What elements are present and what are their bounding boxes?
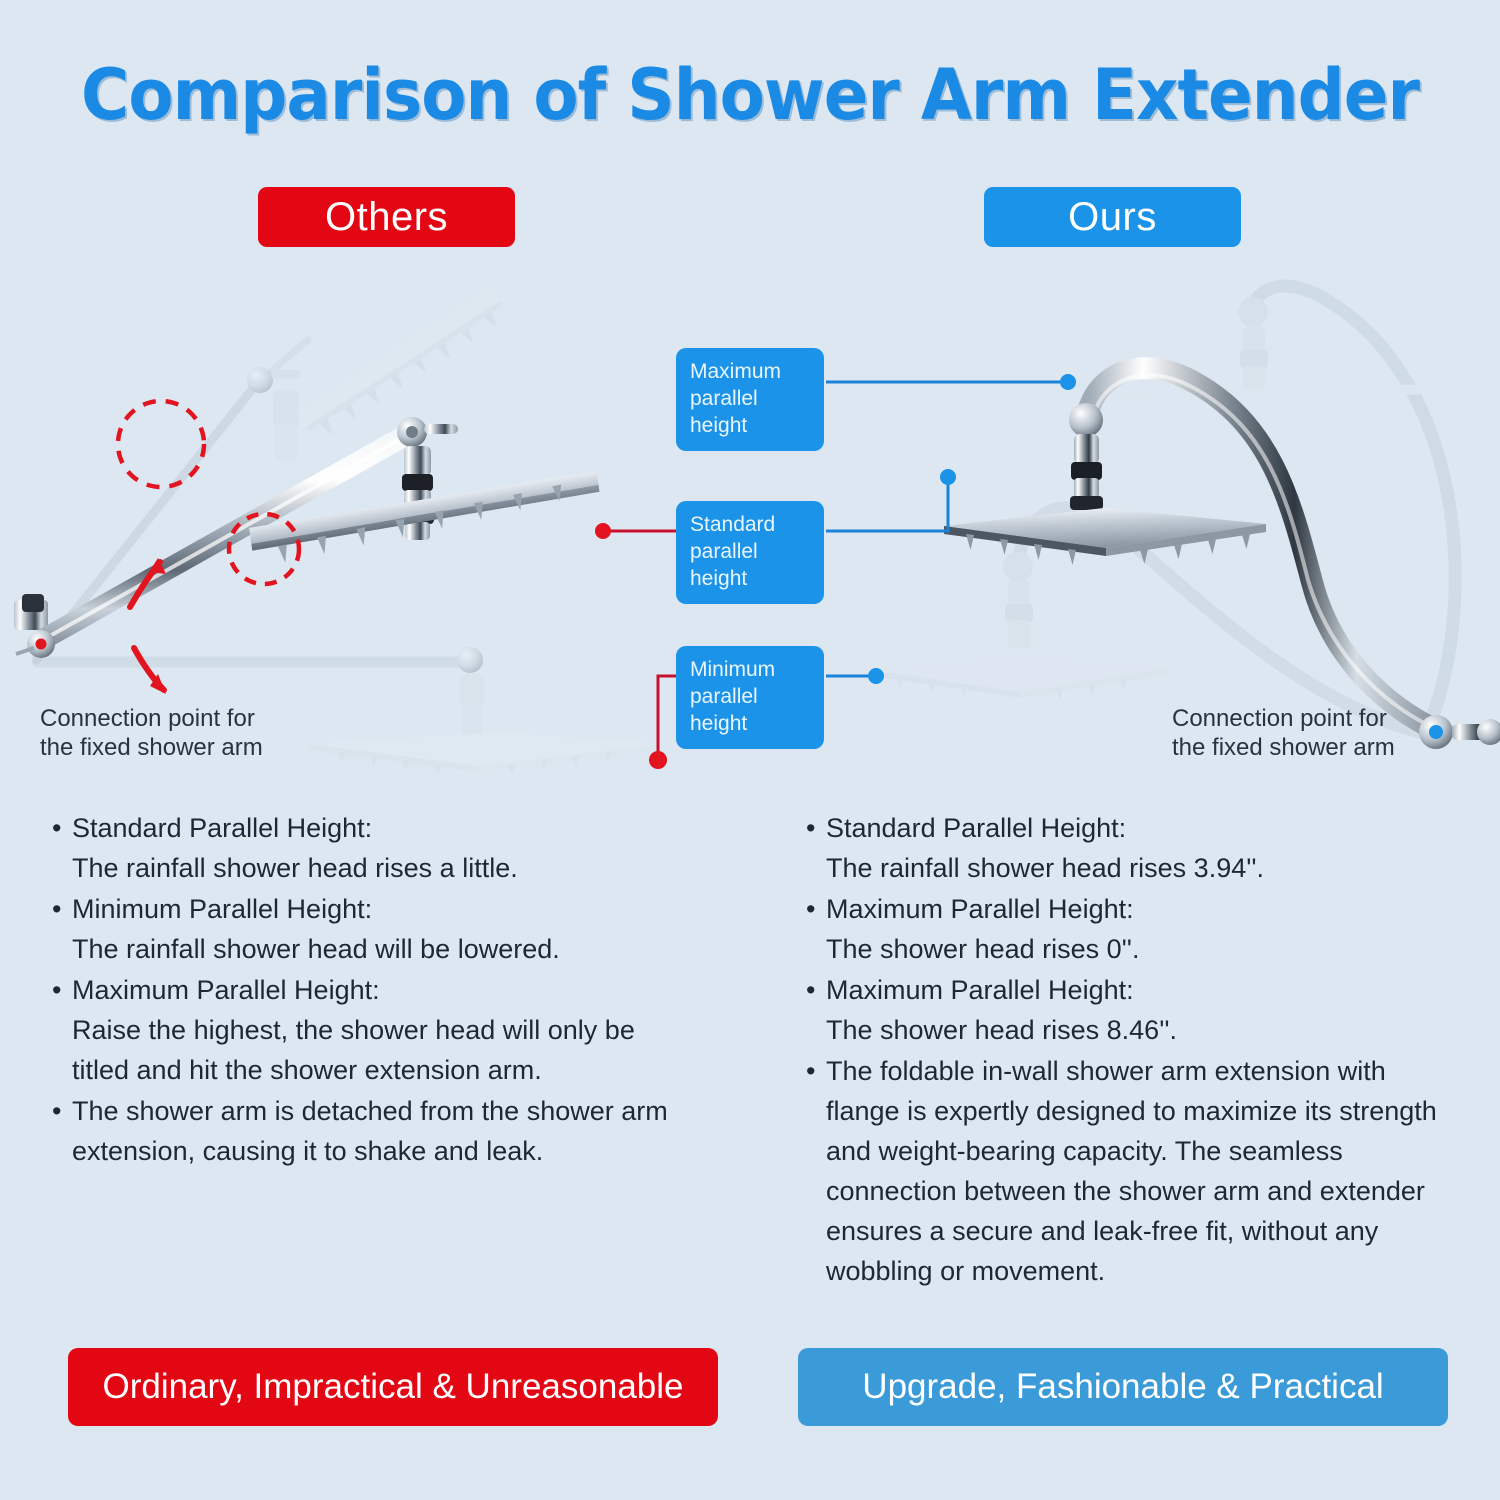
- bullet-head: Maximum Parallel Height:: [826, 975, 1134, 1005]
- bullet-sub: The shower head rises 0''.: [826, 934, 1140, 964]
- banner-ours-verdict: Upgrade, Fashionable & Practical: [798, 1348, 1448, 1426]
- callout-standard-parallel-height: Standard parallel height: [676, 501, 824, 604]
- bullet-marker-icon: •: [52, 813, 62, 843]
- banner-ours-label: Upgrade, Fashionable & Practical: [862, 1367, 1384, 1406]
- ours-shower-arm-diagram: [870, 279, 1500, 749]
- badge-others-label: Others: [324, 194, 449, 239]
- others-main-arm: [14, 417, 600, 658]
- list-item: • The shower arm is detached from the sh…: [52, 1091, 692, 1171]
- others-shower-arm-diagram: [14, 282, 668, 776]
- bullet-sub: The rainfall shower head rises 3.94''.: [826, 853, 1265, 883]
- bullet-sub: Raise the highest, the shower head will …: [72, 1015, 635, 1085]
- problem-highlight-upper: [115, 398, 207, 490]
- ours-main-arm: [944, 357, 1500, 749]
- list-item: • Maximum Parallel Height: The shower he…: [806, 889, 1466, 969]
- product-illustration-others: [8, 262, 668, 776]
- bullet-head: Standard Parallel Height:: [72, 813, 373, 843]
- product-illustration-ours: [860, 262, 1500, 772]
- bullet-marker-icon: •: [806, 894, 816, 924]
- list-item: • Maximum Parallel Height: Raise the hig…: [52, 970, 692, 1090]
- caption-connection-point-right: Connection point for the fixed shower ar…: [1172, 705, 1395, 761]
- list-item: • Maximum Parallel Height: The shower he…: [806, 970, 1466, 1050]
- callout-maximum-parallel-height: Maximum parallel height: [676, 348, 824, 451]
- caption-connection-point-left: Connection point for the fixed shower ar…: [40, 705, 263, 761]
- badge-others: Others: [258, 187, 515, 247]
- bullet-head: The foldable in-wall shower arm extensio…: [826, 1056, 1437, 1286]
- callout-maximum-label: Maximum parallel height: [690, 360, 782, 437]
- bullet-list-others: • Standard Parallel Height: The rainfall…: [52, 808, 692, 1172]
- bullet-marker-icon: •: [806, 1056, 816, 1086]
- banner-others-verdict: Ordinary, Impractical & Unreasonable: [68, 1348, 718, 1426]
- ghost-max-position: [31, 282, 503, 665]
- list-item: • Standard Parallel Height: The rainfall…: [806, 808, 1466, 888]
- bullet-sub: The shower head rises 8.46''.: [826, 1015, 1177, 1045]
- bullet-marker-icon: •: [806, 975, 816, 1005]
- callout-minimum-parallel-height: Minimum parallel height: [676, 646, 824, 749]
- bullet-marker-icon: •: [806, 813, 816, 843]
- bullet-head: Maximum Parallel Height:: [72, 975, 380, 1005]
- bullet-marker-icon: •: [52, 1096, 62, 1126]
- page-title: Comparison of Shower Arm Extender: [81, 54, 1420, 136]
- bullet-sub: The rainfall shower head rises a little.: [72, 853, 518, 883]
- list-item: • Standard Parallel Height: The rainfall…: [52, 808, 692, 888]
- list-item: • Minimum Parallel Height: The rainfall …: [52, 889, 692, 969]
- problem-highlight-lower: [226, 511, 302, 587]
- badge-ours: Ours: [984, 187, 1241, 247]
- bullet-head: Maximum Parallel Height:: [826, 894, 1134, 924]
- bullet-marker-icon: •: [52, 975, 62, 1005]
- list-item: • The foldable in-wall shower arm extens…: [806, 1051, 1466, 1291]
- banner-others-label: Ordinary, Impractical & Unreasonable: [102, 1367, 684, 1406]
- callout-standard-label: Standard parallel height: [690, 513, 776, 590]
- badge-ours-label: Ours: [1068, 194, 1157, 239]
- ghost-max-position-ours: [1118, 279, 1462, 731]
- callout-minimum-label: Minimum parallel height: [690, 658, 776, 735]
- bullet-sub: The rainfall shower head will be lowered…: [72, 934, 560, 964]
- bullet-head: Minimum Parallel Height:: [72, 894, 373, 924]
- ghost-min-position: [32, 647, 668, 776]
- bullet-head: The shower arm is detached from the show…: [72, 1096, 668, 1166]
- bullet-list-ours: • Standard Parallel Height: The rainfall…: [806, 808, 1466, 1292]
- bullet-head: Standard Parallel Height:: [826, 813, 1127, 843]
- bullet-marker-icon: •: [52, 894, 62, 924]
